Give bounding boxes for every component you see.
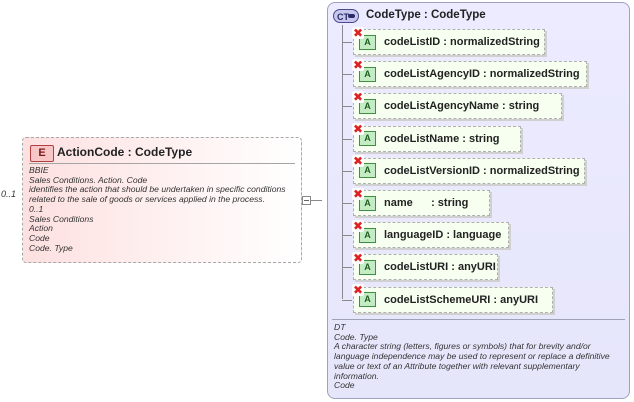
- attribute-connector-line: [342, 42, 352, 43]
- prohibited-x-icon: ✖: [352, 186, 364, 201]
- attribute-label: codeListID : normalizedString: [384, 36, 540, 48]
- complex-type-code-type[interactable]: CT CodeType : CodeType A✖ codeListID : no…: [327, 2, 630, 399]
- prohibited-x-icon: ✖: [352, 57, 364, 72]
- complex-type-doc-line: Code: [334, 380, 355, 391]
- attribute-label: codeListSchemeURI : anyURI: [384, 293, 539, 306]
- attribute-a-icon: A✖: [352, 155, 376, 179]
- prohibited-x-icon: ✖: [352, 218, 364, 233]
- complex-type-doc-line: A character string (letters, figures or …: [334, 341, 610, 381]
- attribute-a-icon: A✖: [352, 26, 376, 50]
- element-doc-line: Action: [29, 223, 53, 234]
- prohibited-x-icon: ✖: [352, 250, 364, 265]
- element-doc-line: Sales Conditions. Action. Code: [29, 174, 148, 185]
- attribute-connector-line: [342, 235, 352, 237]
- attribute-tree-line: [342, 25, 343, 299]
- attribute-connector-line: [342, 74, 352, 76]
- attribute-connector-line: [342, 138, 352, 140]
- connector-line: [302, 200, 322, 201]
- attribute-item[interactable]: A✖ codeListID : normalizedString: [352, 26, 545, 55]
- complex-type-doc-line: DT: [334, 322, 346, 332]
- element-doc-line: related to the sale of goods or services…: [29, 194, 265, 205]
- attribute-item[interactable]: A✖ codeListVersionID : normalizedString: [352, 155, 585, 184]
- element-doc-line: 0..1: [29, 203, 44, 214]
- prohibited-x-icon: ✖: [352, 154, 364, 169]
- attribute-a-icon: A✖: [352, 284, 376, 308]
- complex-type-title: CodeType : CodeType: [366, 9, 486, 21]
- attribute-item[interactable]: A✖ name : string: [352, 187, 490, 216]
- attribute-item[interactable]: A✖ codeListURI : anyURI: [352, 251, 498, 281]
- attribute-a-icon: A✖: [352, 90, 376, 114]
- element-divider: [29, 163, 295, 164]
- element-doc-line: BBIE: [29, 165, 49, 175]
- attribute-item[interactable]: A✖ codeListAgencyID : normalizedString: [352, 58, 587, 88]
- attribute-a-icon: A✖: [352, 123, 376, 147]
- sequence-connector-icon[interactable]: [302, 196, 311, 205]
- attribute-connector-line: [342, 299, 352, 301]
- attribute-label: codeListAgencyName : string: [384, 100, 540, 113]
- attribute-a-icon: A✖: [352, 58, 376, 82]
- prohibited-x-icon: ✖: [352, 89, 364, 104]
- attribute-item[interactable]: A✖ codeListSchemeURI : anyURI: [352, 284, 553, 313]
- complex-type-ct-icon: CT: [333, 9, 359, 23]
- attribute-label: languageID : language: [384, 229, 502, 242]
- attribute-connector-line: [342, 203, 352, 204]
- attribute-a-icon: A✖: [352, 187, 376, 211]
- attribute-connector-line: [342, 106, 352, 108]
- attribute-connector-line: [342, 170, 352, 172]
- attribute-label: codeListURI : anyURI: [384, 261, 496, 274]
- prohibited-x-icon: ✖: [352, 122, 364, 137]
- attribute-a-icon: A✖: [352, 251, 376, 275]
- complex-type-divider: [332, 319, 625, 320]
- prohibited-x-icon: ✖: [352, 283, 364, 298]
- attribute-a-icon: A✖: [352, 219, 376, 243]
- attribute-label: name : string: [384, 197, 469, 209]
- attribute-label: codeListVersionID : normalizedString: [384, 164, 580, 177]
- attribute-connector-line: [342, 267, 352, 269]
- attribute-item[interactable]: A✖ languageID : language: [352, 219, 509, 249]
- prohibited-x-icon: ✖: [352, 25, 364, 40]
- element-doc-line: identifies the action that should be und…: [29, 184, 286, 195]
- complex-type-doc-line: Code. Type: [334, 331, 378, 342]
- attribute-item[interactable]: A✖ codeListName : string: [352, 123, 521, 152]
- element-title: ActionCode : CodeType: [57, 145, 193, 159]
- attribute-label: codeListAgencyID : normalizedString: [384, 68, 580, 81]
- cardinality-label: 0..1: [1, 189, 17, 199]
- element-doc-line: Sales Conditions: [29, 213, 94, 224]
- element-e-icon: E: [30, 145, 54, 162]
- attribute-label: codeListName : string: [384, 132, 500, 145]
- element-doc-line: Code. Type: [29, 242, 73, 253]
- attribute-item[interactable]: A✖ codeListAgencyName : string: [352, 90, 562, 120]
- element-doc-line: Code: [29, 232, 50, 243]
